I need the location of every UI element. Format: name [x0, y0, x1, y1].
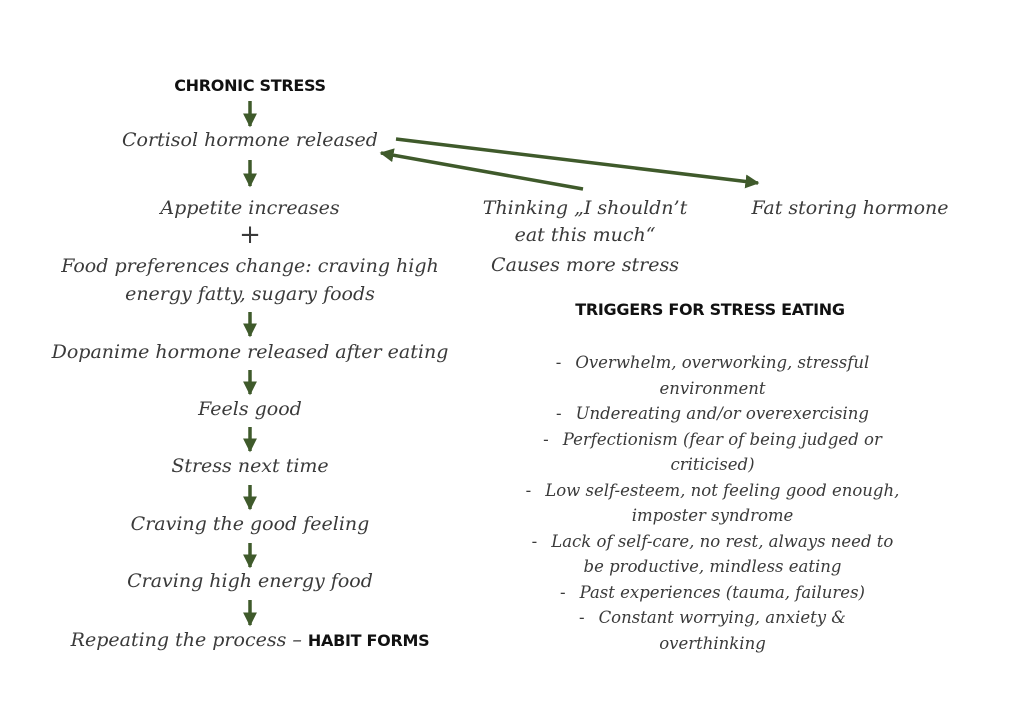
- repeating-process-label: Repeating the process – HABIT FORMS: [30, 627, 470, 654]
- trigger-item-6: -Past experiences (tauma, failures): [560, 582, 865, 602]
- trigger-item-5: -Lack of self-care, no rest, always need…: [531, 531, 894, 577]
- causes-more-stress-label: Causes more stress: [491, 254, 679, 276]
- appetite-increases-label: Appetite increases: [160, 197, 340, 219]
- arrow-cortisol-to-fat: [395, 137, 760, 189]
- craving-high-energy-food-label: Craving high energy food: [127, 570, 373, 592]
- thinking-line2: eat this much“: [514, 224, 656, 246]
- habit-forms-text: HABIT FORMS: [307, 631, 430, 650]
- food-preferences-line1: Food preferences change: craving high: [61, 255, 439, 277]
- craving-good-feeling-label: Craving the good feeling: [130, 513, 370, 535]
- trigger-item-2: -Undereating and/or overexercising: [555, 404, 869, 423]
- thinking-line1: Thinking „I shouldn’t: [482, 197, 688, 219]
- arrow-thinking-to-cortisol: [379, 148, 584, 191]
- triggers-heading: TRIGGERS FOR STRESS EATING: [575, 300, 845, 319]
- chronic-stress-title: CHRONIC STRESS: [174, 76, 326, 95]
- plus-sign: +: [239, 220, 261, 250]
- trigger-item-4: -Low self-esteem, not feeling good enoug…: [525, 480, 900, 526]
- fat-storing-hormone-label: Fat storing hormone: [751, 197, 949, 219]
- repeating-text: Repeating the process –: [70, 629, 308, 651]
- stress-next-time-label: Stress next time: [171, 455, 329, 477]
- food-preferences-line2: energy fatty, sugary foods: [125, 283, 375, 305]
- trigger-item-7: -Constant worrying, anxiety &overthinkin…: [578, 608, 846, 653]
- dopamine-released-label: Dopanime hormone released after eating: [51, 341, 449, 363]
- cortisol-released-label: Cortisol hormone released: [122, 129, 378, 151]
- feels-good-label: Feels good: [198, 398, 302, 420]
